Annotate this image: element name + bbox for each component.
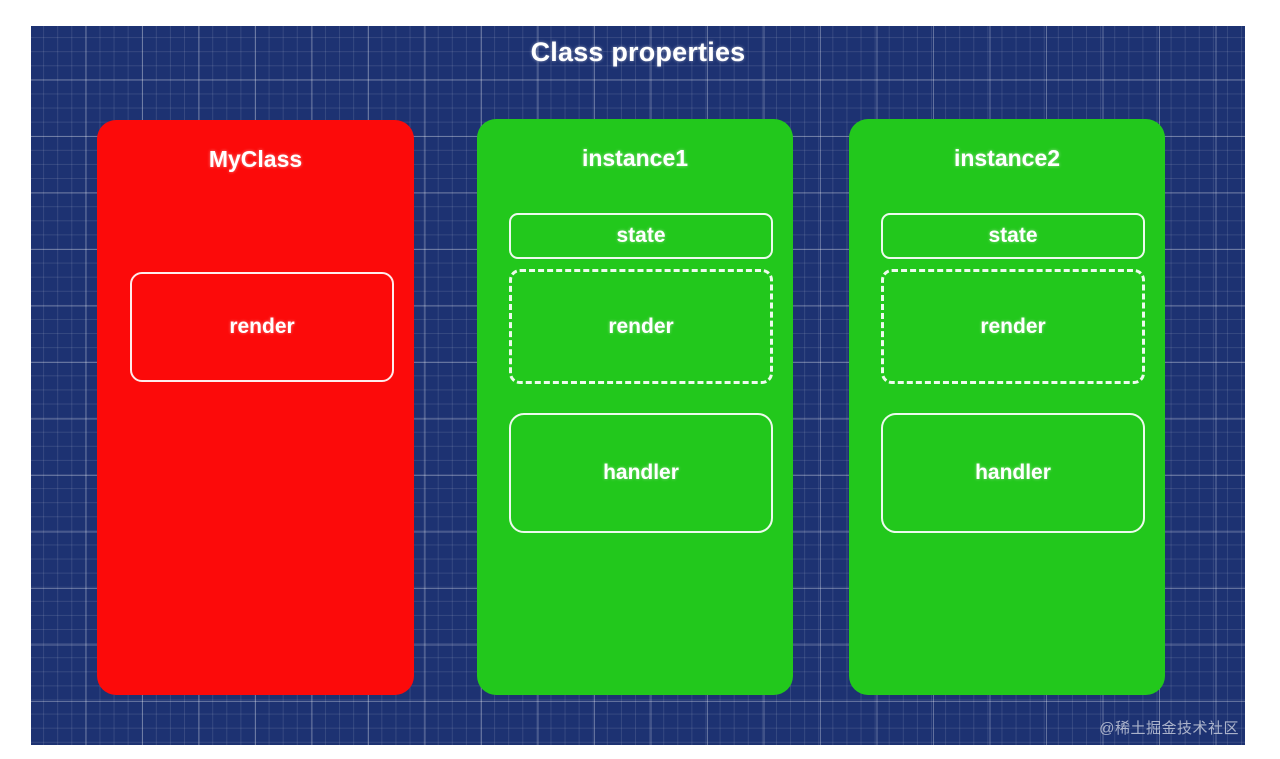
watermark: @稀土掘金技术社区: [1099, 720, 1239, 737]
card-title-myclass: MyClass: [208, 146, 303, 172]
member-box-render[interactable]: render: [509, 269, 773, 384]
class-card-myclass[interactable]: MyClass render: [97, 120, 414, 695]
instance-card-instance2[interactable]: instance2 state render handler: [849, 119, 1165, 695]
member-box-render[interactable]: render: [881, 269, 1145, 384]
card-title-instance1: instance1: [581, 145, 689, 171]
blueprint-canvas: Class properties MyClass render instance…: [31, 26, 1245, 745]
member-box-handler[interactable]: handler: [509, 413, 773, 533]
member-box-render[interactable]: render: [130, 272, 394, 382]
member-box-handler[interactable]: handler: [881, 413, 1145, 533]
member-box-state[interactable]: state: [881, 213, 1145, 259]
member-box-state[interactable]: state: [509, 213, 773, 259]
instance-card-instance1[interactable]: instance1 state render handler: [477, 119, 793, 695]
card-title-instance2: instance2: [953, 145, 1061, 171]
page-title: Class properties: [530, 37, 746, 67]
